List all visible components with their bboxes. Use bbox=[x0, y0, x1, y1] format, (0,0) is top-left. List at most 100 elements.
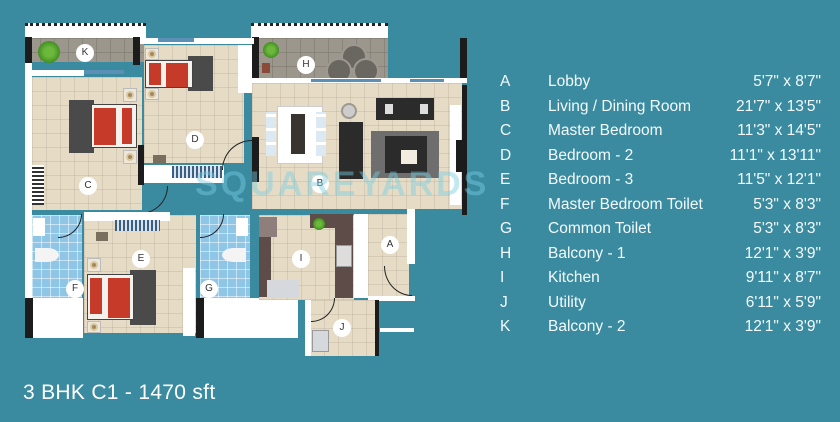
door-swing bbox=[140, 186, 168, 214]
wall bbox=[32, 70, 84, 76]
legend-room-size: 21'7" x 13'5" bbox=[735, 97, 821, 115]
wall bbox=[25, 203, 32, 298]
nightstand bbox=[123, 88, 137, 102]
wall bbox=[196, 298, 204, 338]
wall bbox=[375, 300, 379, 356]
wall bbox=[252, 137, 259, 182]
room-marker-k: K bbox=[76, 44, 94, 62]
legend-key: F bbox=[500, 195, 510, 213]
legend-row: D Bedroom - 2 11'1" x 13'11" bbox=[500, 144, 840, 169]
wall bbox=[462, 85, 467, 215]
nightstand bbox=[145, 88, 159, 100]
legend-row: F Master Bedroom Toilet 5'3" x 8'3" bbox=[500, 193, 840, 218]
legend-row: A Lobby 5'7" x 8'7" bbox=[500, 70, 840, 95]
legend-room-size: 9'11" x 8'7" bbox=[745, 269, 821, 287]
stove-icon bbox=[336, 245, 352, 267]
room-legend: A Lobby 5'7" x 8'7" B Living / Dining Ro… bbox=[500, 70, 840, 340]
legend-room-name: Master Bedroom bbox=[548, 122, 663, 140]
desk bbox=[96, 232, 108, 241]
wall bbox=[183, 268, 195, 336]
room-marker-e: E bbox=[132, 250, 150, 268]
wall bbox=[25, 63, 32, 203]
room-marker-b: B bbox=[311, 175, 329, 193]
coffee-table-top bbox=[401, 150, 417, 164]
wall bbox=[25, 298, 33, 338]
legend-room-name: Balcony - 1 bbox=[548, 244, 626, 262]
legend-room-size: 11'1" x 13'11" bbox=[729, 146, 821, 164]
wall bbox=[25, 37, 32, 63]
watermark: SQUAREYARDS bbox=[195, 165, 490, 203]
legend-key: D bbox=[500, 146, 512, 164]
room-marker-d: D bbox=[186, 131, 204, 149]
wall bbox=[450, 105, 461, 205]
legend-key: C bbox=[500, 122, 512, 140]
floor-plan: A B C D E F G H I J K SQUAREYARDS bbox=[0, 0, 486, 356]
sink-icon bbox=[236, 218, 248, 236]
rug bbox=[69, 100, 94, 153]
legend-room-name: Bedroom - 3 bbox=[548, 171, 634, 189]
room-marker-g: G bbox=[200, 280, 218, 298]
planter-icon bbox=[262, 63, 270, 73]
legend-room-name: Lobby bbox=[548, 73, 591, 91]
desk bbox=[153, 155, 166, 164]
wall bbox=[380, 328, 414, 332]
wall bbox=[84, 212, 170, 221]
dining-table-top bbox=[291, 114, 305, 154]
window bbox=[84, 70, 124, 74]
legend-row: E Bedroom - 3 11'5" x 12'1" bbox=[500, 168, 840, 193]
legend-room-name: Balcony - 2 bbox=[548, 318, 626, 336]
legend-row: H Balcony - 1 12'1" x 3'9" bbox=[500, 242, 840, 267]
wall bbox=[460, 38, 467, 78]
legend-room-name: Bedroom - 2 bbox=[548, 146, 634, 164]
nightstand bbox=[145, 48, 159, 60]
legend-room-size: 5'3" x 8'3" bbox=[753, 220, 821, 238]
window bbox=[410, 79, 444, 82]
wall bbox=[252, 37, 259, 81]
legend-room-name: Living / Dining Room bbox=[548, 97, 692, 115]
legend-room-size: 11'5" x 12'1" bbox=[737, 171, 821, 189]
nightstand bbox=[87, 258, 101, 272]
balcony-k-parapet bbox=[25, 23, 146, 38]
legend-room-name: Master Bedroom Toilet bbox=[548, 195, 703, 213]
legend-key: A bbox=[500, 73, 511, 91]
wall bbox=[138, 145, 144, 185]
nightstand bbox=[87, 321, 101, 333]
sink-icon bbox=[33, 218, 45, 236]
legend-key: H bbox=[500, 244, 512, 262]
pillow bbox=[122, 108, 132, 144]
legend-key: E bbox=[500, 171, 511, 189]
legend-key: B bbox=[500, 97, 511, 115]
plant-icon bbox=[263, 42, 279, 58]
bed-cover bbox=[108, 278, 130, 318]
wall bbox=[368, 296, 415, 301]
plant-icon bbox=[38, 41, 60, 63]
room-marker-c: C bbox=[79, 177, 97, 195]
sink-counter bbox=[267, 280, 299, 298]
dining-chair bbox=[316, 112, 326, 156]
wall bbox=[354, 214, 368, 298]
room-marker-h: H bbox=[297, 56, 315, 74]
rug bbox=[130, 270, 156, 325]
wall bbox=[133, 37, 140, 65]
sofa bbox=[339, 122, 363, 179]
lobby-floor bbox=[368, 214, 409, 298]
wardrobe bbox=[172, 166, 222, 178]
legend-row: I Kitchen 9'11" x 8'7" bbox=[500, 266, 840, 291]
room-marker-f: F bbox=[66, 280, 84, 298]
legend-room-name: Utility bbox=[548, 293, 586, 311]
washing-machine bbox=[312, 330, 329, 352]
room-marker-j: J bbox=[333, 319, 351, 337]
tv-unit bbox=[456, 140, 462, 172]
legend-key: G bbox=[500, 220, 513, 238]
wall bbox=[407, 209, 415, 264]
wall bbox=[33, 298, 83, 338]
toilet-icon bbox=[35, 248, 59, 262]
fridge bbox=[259, 217, 277, 237]
legend-row: B Living / Dining Room 21'7" x 13'5" bbox=[500, 95, 840, 120]
window bbox=[311, 79, 381, 82]
legend-room-size: 6'11" x 5'9" bbox=[745, 293, 821, 311]
dining-chair bbox=[266, 112, 276, 156]
legend-row: C Master Bedroom 11'3" x 14'5" bbox=[500, 119, 840, 144]
window bbox=[158, 38, 194, 42]
legend-room-size: 12'1" x 3'9" bbox=[744, 318, 821, 336]
